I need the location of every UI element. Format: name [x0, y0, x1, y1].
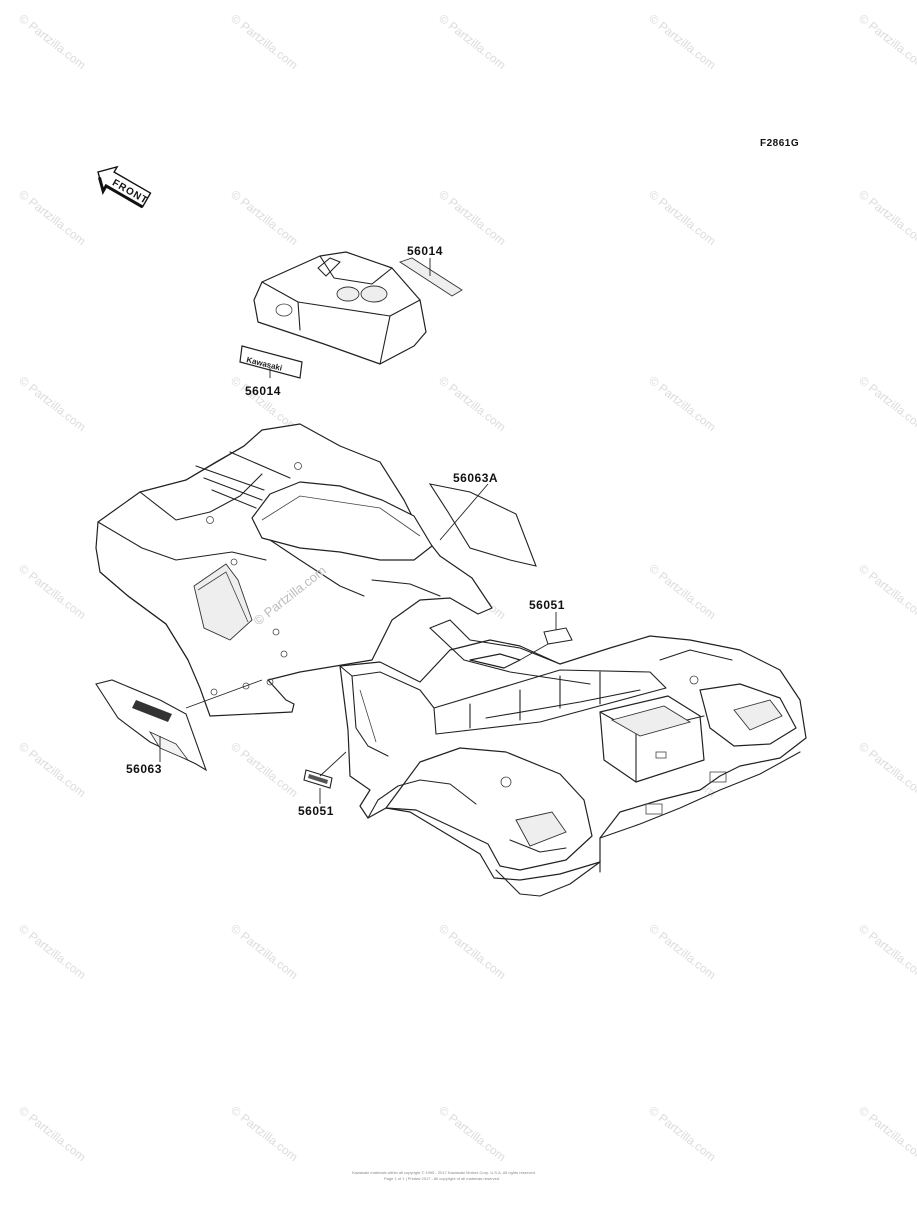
watermark-text: © Partzilla.com: [436, 187, 508, 248]
footer-line-1: Kawasaki materials within all copyright …: [352, 1170, 536, 1175]
decal-56014-upper: [398, 257, 463, 297]
decal-56063A: [428, 483, 537, 567]
front-arrow-icon: FRONT: [97, 165, 152, 209]
watermark-text: © Partzilla.com: [16, 739, 88, 800]
watermark-text: © Partzilla.com: [436, 1103, 508, 1164]
watermark-text: © Partzilla.com: [436, 921, 508, 982]
decal-56051-lower: [303, 769, 333, 789]
watermark-text: © Partzilla.com: [646, 187, 718, 248]
part-label-56063A: 56063A: [453, 471, 498, 485]
watermark-text: © Partzilla.com: [16, 373, 88, 434]
watermark-text: © Partzilla.com: [646, 1103, 718, 1164]
watermark-text: © Partzilla.com: [856, 187, 917, 248]
watermark-text: © Partzilla.com: [856, 373, 917, 434]
rear-fender: [339, 619, 807, 897]
watermark-text: © Partzilla.com: [646, 11, 718, 72]
watermark-text: © Partzilla.com: [228, 187, 300, 248]
part-label-56051-upper: 56051: [529, 598, 565, 612]
watermark-text: © Partzilla.com: [646, 561, 718, 622]
watermark-text: © Partzilla.com: [856, 739, 917, 800]
watermark-text: © Partzilla.com: [228, 739, 300, 800]
watermark-text: © Partzilla.com: [16, 1103, 88, 1164]
decal-56014-lower: Kawasaki: [239, 345, 303, 379]
watermark-text: © Partzilla.com: [16, 187, 88, 248]
watermark-text: © Partzilla.com: [228, 921, 300, 982]
watermark-text: © Partzilla.com: [646, 921, 718, 982]
part-label-56014-upper: 56014: [407, 244, 443, 258]
watermark-text: © Partzilla.com: [856, 921, 917, 982]
watermark-text: © Partzilla.com: [856, 1103, 917, 1164]
watermark-text: © Partzilla.com: [228, 1103, 300, 1164]
decal-56063: [95, 679, 208, 772]
footer-line-2: Page 1 of 1 | Printed 2017 - All copyrig…: [384, 1176, 500, 1181]
watermark-text: © Partzilla.com: [646, 373, 718, 434]
watermark-text: © Partzilla.com: [228, 373, 300, 434]
part-label-56014-lower: 56014: [245, 384, 281, 398]
watermark-text: © Partzilla.com: [16, 561, 88, 622]
front-fender: [95, 423, 493, 717]
watermark-text: © Partzilla.com: [228, 11, 300, 72]
watermark-text: © Partzilla.com: [856, 11, 917, 72]
watermark-text: © Partzilla.com: [16, 11, 88, 72]
watermark-text: © Partzilla.com: [856, 561, 917, 622]
watermark-text: © Partzilla.com: [436, 373, 508, 434]
part-label-56051-lower: 56051: [298, 804, 334, 818]
leader-lines: [159, 258, 557, 804]
figure-code: F2861G: [760, 138, 799, 149]
watermark-text: © Partzilla.com: [16, 921, 88, 982]
watermark-text: © Partzilla.com: [436, 11, 508, 72]
part-label-56063: 56063: [126, 762, 162, 776]
decal-56051-upper: [543, 627, 573, 645]
meter-cover: [253, 251, 427, 365]
